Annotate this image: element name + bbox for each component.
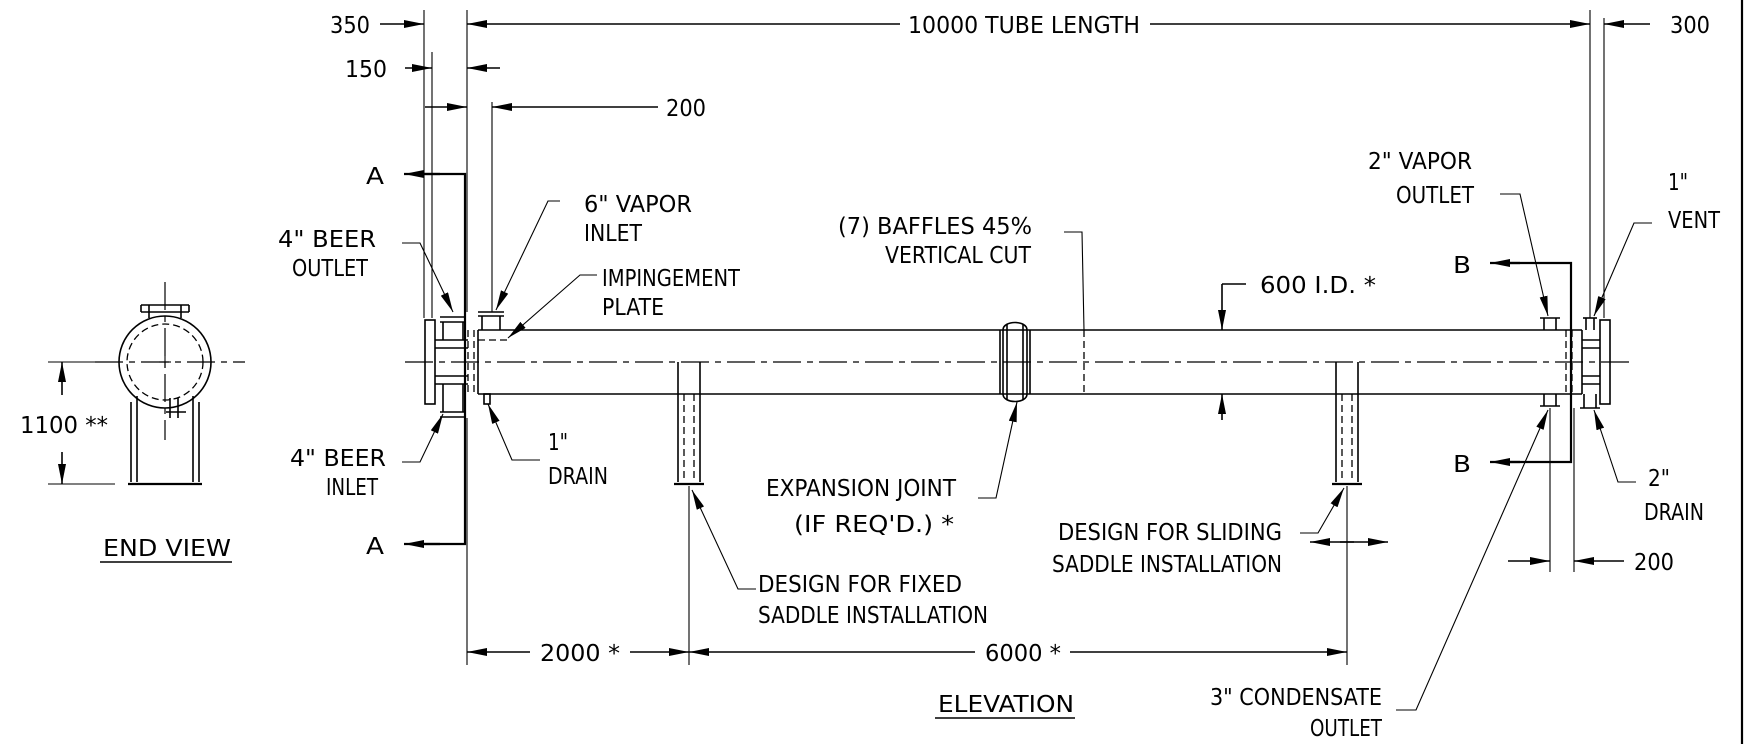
dim-6000: 6000 * — [985, 641, 1061, 667]
end-view-title: END VIEW — [103, 536, 231, 562]
dim-200-bottom: 200 — [1634, 550, 1674, 576]
section-a-top: A — [366, 164, 384, 190]
dim-tube-length: 10000 TUBE LENGTH — [908, 13, 1140, 39]
elevation-view: 350 150 200 10000 TUBE LENGTH 300 600 I.… — [278, 10, 1721, 742]
label-drain-1-size: 1" — [548, 430, 568, 456]
end-view: 1100 ** END VIEW — [20, 282, 245, 563]
label-impingement-1: IMPINGEMENT — [602, 266, 741, 292]
label-condensate-1: 3" CONDENSATE — [1210, 685, 1382, 711]
right-channel-flange — [1599, 319, 1611, 405]
label-baffles-2: VERTICAL CUT — [885, 243, 1032, 269]
section-b-top: B — [1453, 253, 1471, 279]
label-vapor-inlet-1: 6" VAPOR — [584, 192, 692, 218]
label-condensate-2: OUTLET — [1310, 716, 1383, 742]
label-sliding-saddle-2: SADDLE INSTALLATION — [1052, 552, 1282, 578]
label-beer-inlet-1: 4" BEER — [290, 446, 386, 472]
label-fixed-saddle-2: SADDLE INSTALLATION — [758, 603, 988, 629]
label-fixed-saddle-1: DESIGN FOR FIXED — [758, 572, 962, 598]
label-beer-outlet-1: 4" BEER — [278, 227, 376, 253]
expansion-joint — [999, 321, 1031, 403]
label-drain-2: DRAIN — [1644, 500, 1704, 526]
label-drain-1: DRAIN — [548, 464, 608, 490]
elevation-title: ELEVATION — [938, 692, 1074, 718]
label-vapor-inlet-2: INLET — [584, 221, 643, 247]
dim-1100: 1100 ** — [20, 413, 108, 439]
label-vent-size: 1" — [1668, 170, 1688, 196]
label-vapor-outlet-2: OUTLET — [1396, 183, 1475, 209]
sliding-saddle — [1332, 362, 1362, 486]
dim-300: 300 — [1670, 13, 1710, 39]
label-expansion-joint-2: (IF REQ'D.) * — [794, 512, 954, 538]
dim-350: 350 — [330, 13, 370, 39]
section-b-bottom: B — [1453, 452, 1471, 478]
label-baffles-1: (7) BAFFLES 45% — [838, 214, 1032, 240]
label-beer-outlet-2: OUTLET — [292, 256, 369, 282]
dim-shell-id: 600 I.D. * — [1260, 273, 1376, 299]
label-drain-2-size: 2" — [1648, 466, 1670, 492]
label-vapor-outlet-1: 2" VAPOR — [1368, 149, 1472, 175]
label-sliding-saddle-1: DESIGN FOR SLIDING — [1058, 520, 1282, 546]
label-expansion-joint-1: EXPANSION JOINT — [766, 476, 957, 502]
dim-2000: 2000 * — [540, 641, 620, 667]
section-a-bottom: A — [366, 534, 384, 560]
dim-200-top: 200 — [666, 96, 706, 122]
dim-150: 150 — [345, 57, 387, 83]
left-channel-flange — [424, 319, 436, 405]
label-beer-inlet-2: INLET — [326, 475, 379, 501]
label-vent: VENT — [1668, 208, 1721, 234]
fixed-saddle — [674, 362, 704, 486]
label-impingement-2: PLATE — [602, 295, 664, 321]
